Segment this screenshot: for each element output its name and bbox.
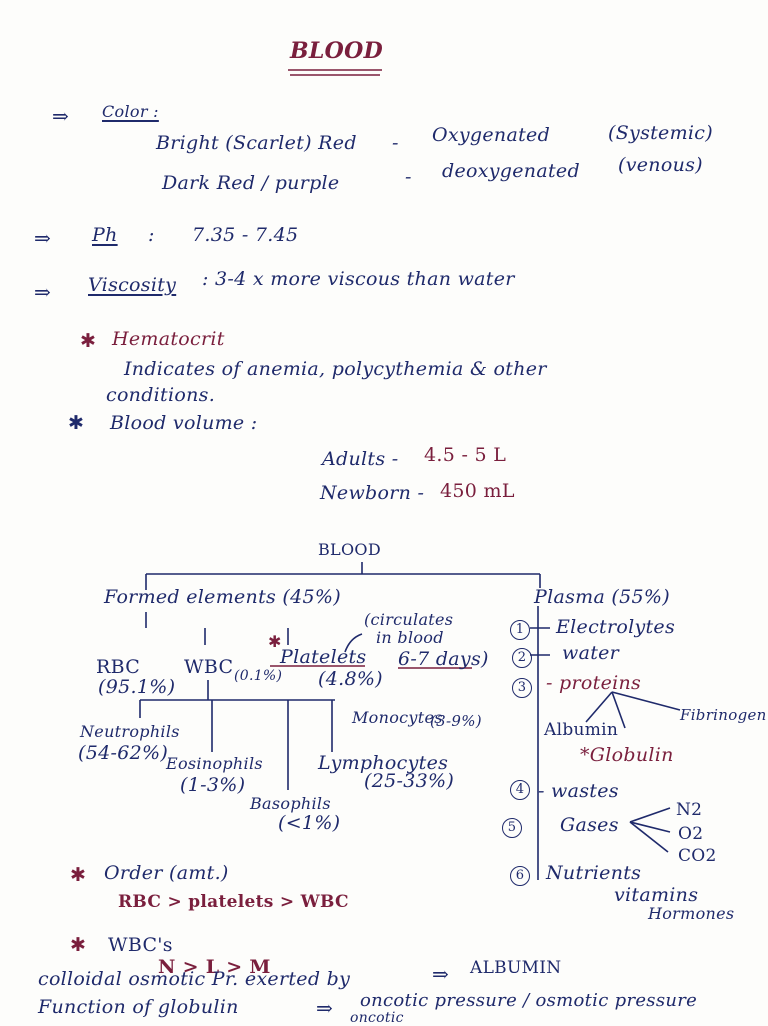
globulin-fn-extra: oncotic (350, 1010, 404, 1026)
color-dark-state: deoxygenated (442, 160, 580, 182)
color-bright-type: (Systemic) (608, 122, 713, 144)
plasma-electrolytes: Electrolytes (556, 616, 676, 638)
colon: : (148, 224, 155, 246)
color-bright-state: Oxygenated (432, 124, 551, 146)
viscosity-value: : 3-4 x more viscous than water (202, 268, 515, 290)
basophils-label: Basophils (250, 794, 331, 813)
color-bright: Bright (Scarlet) Red (156, 132, 357, 154)
eosinophils-label: Eosinophils (166, 754, 263, 773)
plasma-item-number: 1 (510, 620, 530, 640)
albumin-label: Albumin (544, 720, 619, 740)
order-heading: Order (amt.) (104, 862, 229, 884)
monocytes-label: Monocytes (352, 708, 443, 727)
wbc-pct: (0.1%) (234, 668, 283, 684)
plasma-nutrients: Nutrients (546, 862, 642, 884)
rbc-pct: (95.1%) (98, 676, 176, 698)
wbcs-heading: WBC's (108, 934, 173, 956)
dash-separator: - (405, 166, 412, 188)
gas-co2: CO2 (678, 846, 717, 866)
adults-value: 4.5 - 5 L (424, 444, 507, 466)
dash-separator: - (392, 132, 399, 154)
hematocrit-line2: conditions. (106, 384, 216, 406)
plasma-item-number: 3 (512, 678, 532, 698)
globulin-fn-text: Function of globulin (38, 996, 239, 1018)
ph-value: 7.35 - 7.45 (192, 224, 299, 246)
monocytes-pct: (3-9%) (430, 712, 482, 730)
rbc-label: RBC (96, 656, 141, 678)
arrow-icon: ⇒ (52, 104, 70, 128)
wbc-label: WBC (184, 656, 234, 678)
plasma-wastes: - wastes (538, 780, 619, 802)
colloidal-text: colloidal osmotic Pr. exerted by (38, 968, 351, 990)
neutrophils-pct: (54-62%) (78, 742, 169, 764)
fibrinogen-label: Fibrinogen (680, 706, 767, 724)
hematocrit-line1: Indicates of anemia, polycythemia & othe… (124, 358, 547, 380)
newborn-label: Newborn - (320, 482, 425, 504)
arrow-icon: ⇒ (432, 962, 450, 986)
globulin-fn-value: oncotic pressure / osmotic pressure (360, 990, 698, 1011)
blood-volume-heading: Blood volume : (110, 412, 258, 434)
star-icon: ✱ (70, 934, 87, 956)
plasma-water: water (562, 642, 620, 664)
plasma-gases: Gases (560, 814, 619, 836)
gas-n2: N2 (676, 800, 703, 820)
arrow-icon: ⇒ (34, 280, 52, 304)
eosinophils-pct: (1-3%) (180, 774, 246, 796)
circulates-2: in blood (376, 628, 444, 647)
arrow-icon: ⇒ (316, 996, 334, 1020)
star-icon: ✱ (70, 864, 87, 886)
wbcs-value: N > L > M (158, 956, 271, 978)
plasma-proteins: - proteins (546, 672, 642, 694)
plasma-item-number: 5 (502, 818, 522, 838)
platelets-label: Platelets (280, 646, 367, 668)
platelets-pct: (4.8%) (318, 668, 383, 690)
lymphocytes-pct: (25-33%) (364, 770, 455, 792)
tree-root: BLOOD (318, 540, 381, 559)
plasma-item-number: 4 (510, 780, 530, 800)
globulin-label: *Globulin (580, 744, 674, 766)
basophils-pct: (<1%) (278, 812, 341, 834)
star-icon: ✱ (268, 632, 282, 651)
arrow-icon: ⇒ (34, 226, 52, 250)
plasma: Plasma (55%) (534, 586, 670, 608)
ph-label: Ph (92, 224, 118, 246)
gas-o2: O2 (678, 824, 704, 844)
viscosity-label: Viscosity (88, 274, 177, 296)
colloidal-target: ALBUMIN (470, 958, 562, 978)
lymphocytes-label: Lymphocytes (318, 752, 449, 774)
neutrophils-label: Neutrophils (80, 722, 180, 741)
color-dark: Dark Red / purple (162, 172, 340, 194)
newborn-value: 450 mL (440, 480, 515, 502)
nutrients-vitamins: vitamins (614, 884, 699, 906)
formed-elements: Formed elements (45%) (104, 586, 341, 608)
order-value: RBC > platelets > WBC (118, 892, 349, 912)
nutrients-hormones: Hormones (648, 904, 735, 923)
star-icon: ✱ (80, 330, 97, 352)
plasma-item-number: 6 (510, 866, 530, 886)
plasma-item-number: 2 (512, 648, 532, 668)
circulates-3: 6-7 days) (398, 648, 489, 670)
page-title: BLOOD (290, 38, 383, 64)
star-icon: ✱ (68, 412, 85, 434)
hematocrit-heading: Hematocrit (112, 328, 225, 350)
color-dark-type: (venous) (618, 154, 703, 176)
adults-label: Adults - (322, 448, 399, 470)
circulates-1: (circulates (364, 610, 454, 629)
color-heading: Color : (102, 102, 159, 121)
